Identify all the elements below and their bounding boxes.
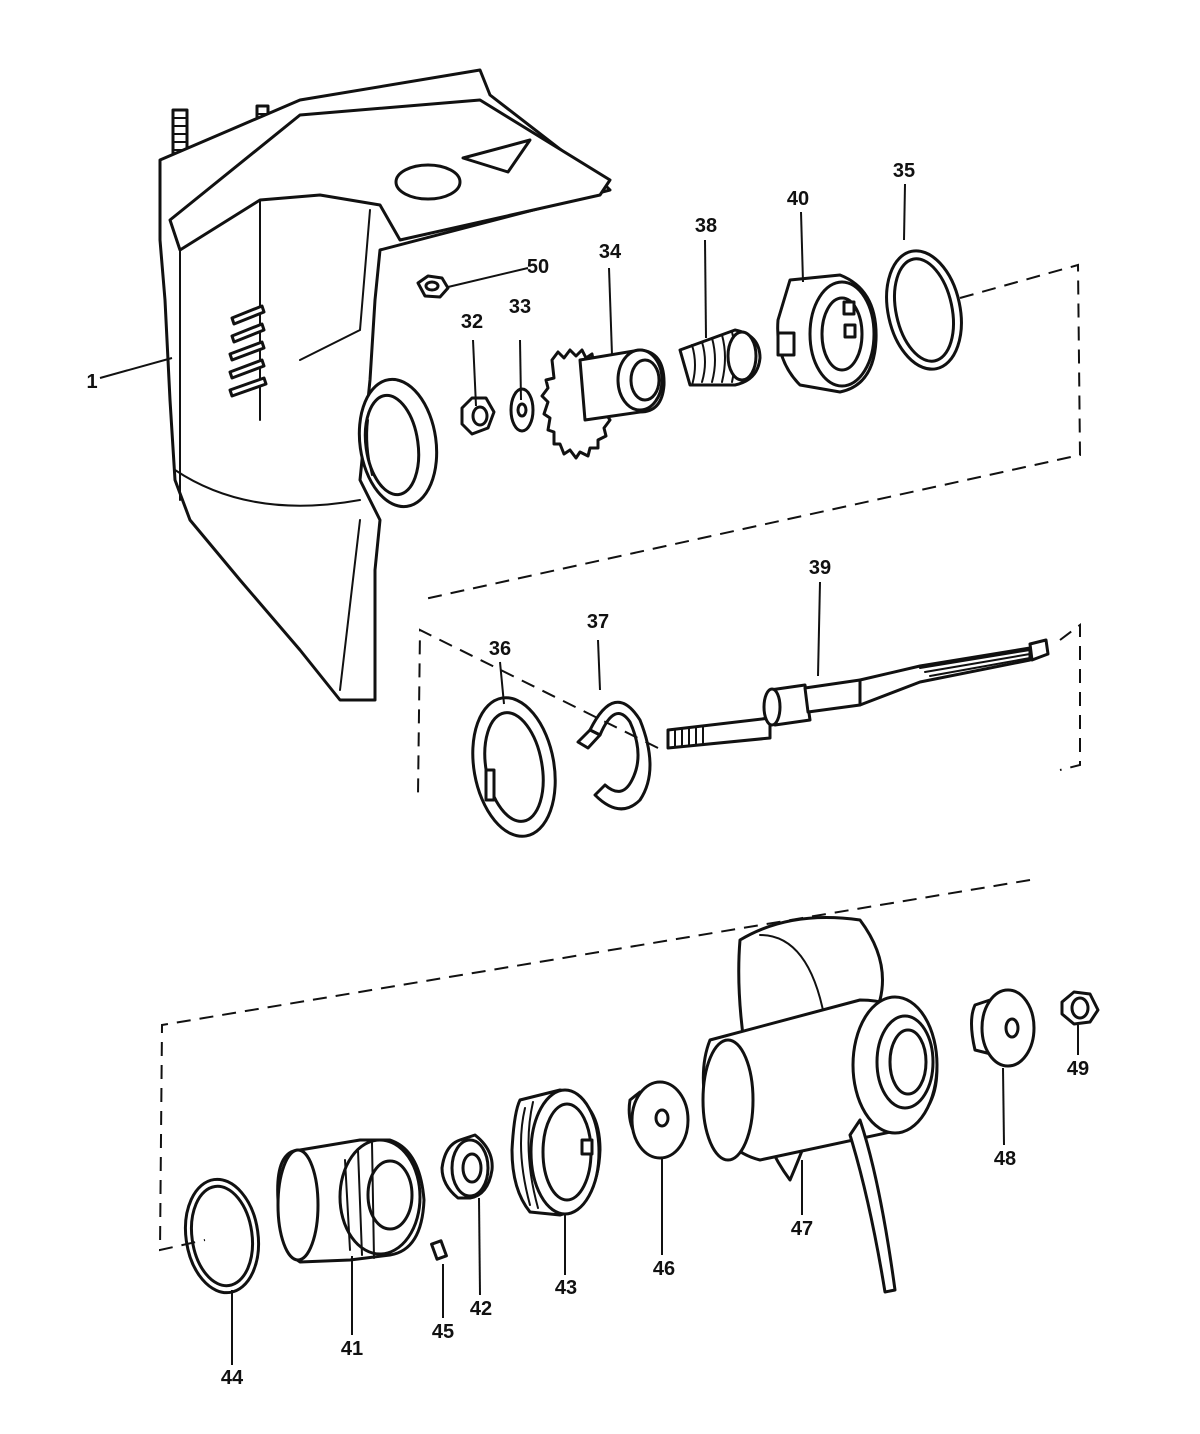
part-37-split-ring	[576, 700, 652, 811]
part-50-nut	[416, 274, 450, 299]
label-part-37: 37	[587, 611, 609, 633]
label-part-35: 35	[893, 160, 915, 182]
part-43-spanner-nut	[510, 1088, 602, 1217]
part-38-spring	[678, 328, 762, 387]
label-part-47: 47	[791, 1218, 813, 1240]
label-part-43: 43	[555, 1277, 577, 1299]
label-part-39: 39	[809, 557, 831, 579]
part-36-thrust-washer	[471, 696, 557, 838]
label-part-50: 50	[527, 256, 549, 278]
label-part-32: 32	[461, 311, 483, 333]
assembly-dashed-lines	[158, 263, 1082, 1252]
part-1-gear-housing	[158, 68, 612, 702]
part-34-forward-gear	[540, 348, 666, 460]
part-39-propeller-shaft	[666, 638, 1050, 750]
part-32-nut	[460, 396, 496, 436]
part-41-bearing-carrier	[276, 1138, 426, 1264]
part-42-bearing	[440, 1133, 494, 1200]
label-part-45: 45	[432, 1321, 454, 1343]
part-33-washer	[509, 387, 535, 433]
label-part-41: 41	[341, 1338, 363, 1360]
part-45-pin	[430, 1239, 448, 1261]
label-part-40: 40	[787, 188, 809, 210]
part-47-propeller	[701, 916, 939, 1294]
part-labels: 1 50 32 33 34 38 40 35 36 37 39 44 41 45…	[86, 160, 1089, 1389]
label-part-49: 49	[1067, 1058, 1089, 1080]
leader-lines	[99, 183, 1079, 1365]
label-part-48: 48	[994, 1148, 1016, 1170]
part-48-spacer	[970, 988, 1036, 1068]
label-part-34: 34	[599, 241, 622, 263]
part-46-thrust-hub	[627, 1080, 690, 1160]
part-35-ring	[885, 249, 963, 371]
part-49-propeller-nut	[1060, 990, 1100, 1026]
label-part-33: 33	[509, 296, 531, 318]
label-part-46: 46	[653, 1258, 675, 1280]
label-part-36: 36	[489, 638, 511, 660]
label-part-1: 1	[86, 371, 97, 393]
label-part-42: 42	[470, 1298, 492, 1320]
part-44-o-ring	[183, 1177, 261, 1295]
part-40-clutch	[776, 273, 878, 394]
water-intake-slots	[228, 304, 268, 398]
label-part-44: 44	[221, 1367, 244, 1389]
label-part-38: 38	[695, 215, 717, 237]
